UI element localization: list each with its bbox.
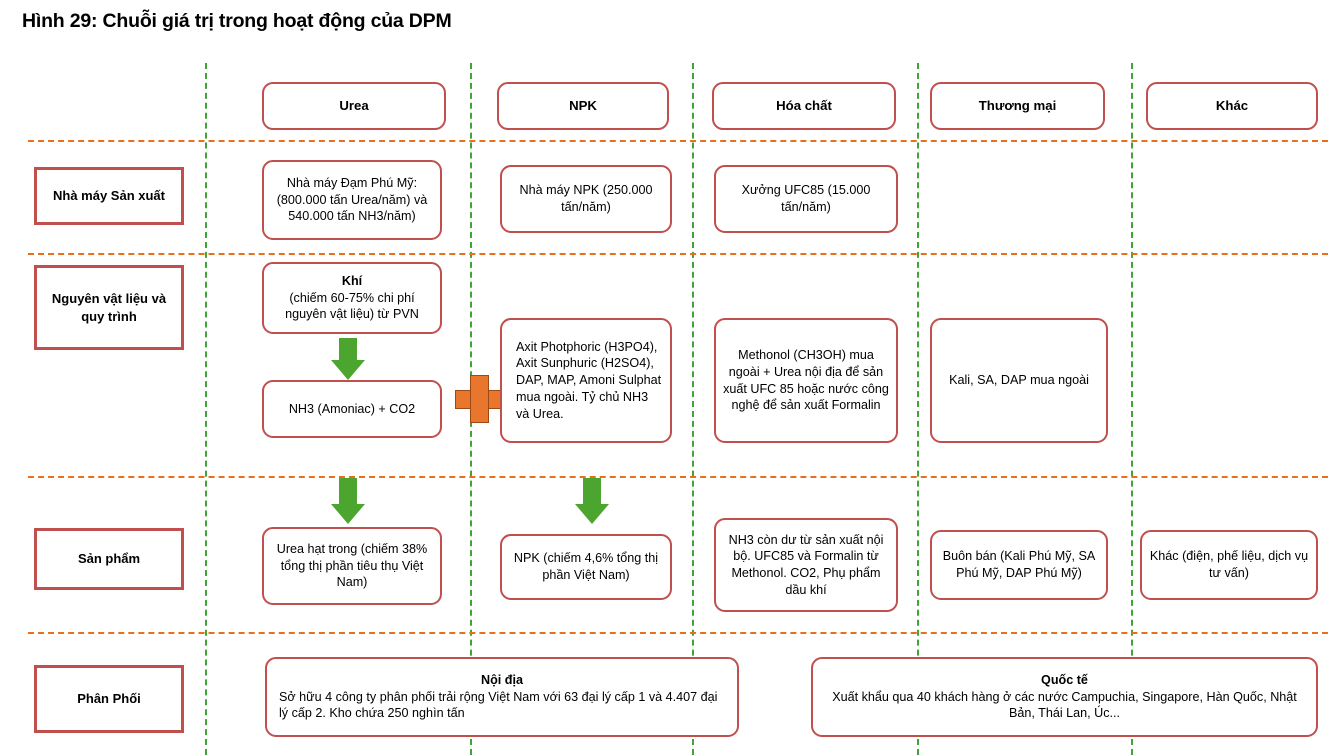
horizontal-divider-2 bbox=[28, 253, 1328, 255]
row-label-products-text: Sản phẩm bbox=[77, 551, 141, 567]
column-header-hoachat-label: Hóa chất bbox=[776, 98, 832, 114]
cell-materials-thuongmai-text: Kali, SA, DAP mua ngoài bbox=[949, 373, 1089, 388]
cell-distribution-international-body: Xuất khẩu qua 40 khách hàng ở các nước C… bbox=[832, 689, 1297, 721]
cell-products-urea-text: Urea hạt trong (chiếm 38% tổng thị phần … bbox=[276, 541, 428, 590]
vertical-divider-5 bbox=[1131, 63, 1133, 755]
page-title: Hình 29: Chuỗi giá trị trong hoạt động c… bbox=[22, 10, 452, 32]
cell-manufacturing-hoachat[interactable]: Xưởng UFC85 (15.000 tấn/năm) bbox=[714, 165, 898, 233]
column-header-npk[interactable]: NPK bbox=[497, 82, 669, 130]
horizontal-divider-1 bbox=[28, 140, 1328, 142]
cell-distribution-international[interactable]: Quốc tế Xuất khẩu qua 40 khách hàng ở cá… bbox=[811, 657, 1318, 737]
column-header-urea-label: Urea bbox=[339, 98, 369, 114]
column-header-khac[interactable]: Khác bbox=[1146, 82, 1318, 130]
cell-materials-nh3-text: NH3 (Amoniac) + CO2 bbox=[288, 401, 416, 416]
cell-materials-npk[interactable]: Axit Photphoric (H3PO4), Axit Sunphuric … bbox=[500, 318, 672, 443]
row-label-manufacturing-text: Nhà máy Sản xuất bbox=[53, 188, 165, 204]
row-label-distribution-text: Phân Phối bbox=[77, 691, 141, 707]
cell-manufacturing-npk-text: Nhà máy NPK (250.000 tấn/năm) bbox=[519, 183, 653, 214]
column-header-hoachat[interactable]: Hóa chất bbox=[712, 82, 896, 130]
column-header-urea[interactable]: Urea bbox=[262, 82, 446, 130]
cell-materials-gas-body: (chiếm 60-75% chi phí nguyên vật liệu) t… bbox=[285, 290, 419, 322]
plus-icon-combine bbox=[455, 375, 503, 423]
cell-materials-npk-text: Axit Photphoric (H3PO4), Axit Sunphuric … bbox=[516, 339, 662, 421]
cell-products-hoachat[interactable]: NH3 còn dư từ sản xuất nội bộ. UFC85 và … bbox=[714, 518, 898, 612]
cell-distribution-domestic-heading: Nội địa bbox=[481, 672, 523, 687]
row-label-products[interactable]: Sản phẩm bbox=[34, 528, 184, 590]
cell-products-urea[interactable]: Urea hạt trong (chiếm 38% tổng thị phần … bbox=[262, 527, 442, 605]
cell-products-npk[interactable]: NPK (chiếm 4,6% tổng thị phần Việt Nam) bbox=[500, 534, 672, 600]
column-header-npk-label: NPK bbox=[569, 98, 597, 114]
cell-products-thuongmai[interactable]: Buôn bán (Kali Phú Mỹ, SA Phú Mỹ, DAP Ph… bbox=[930, 530, 1108, 600]
vertical-divider-4 bbox=[917, 63, 919, 755]
cell-products-thuongmai-text: Buôn bán (Kali Phú Mỹ, SA Phú Mỹ, DAP Ph… bbox=[942, 549, 1096, 580]
cell-distribution-domestic[interactable]: Nội địa Sở hữu 4 công ty phân phối trải … bbox=[265, 657, 739, 737]
cell-products-khac-text: Khác (điện, phế liệu, dịch vụ tư vấn) bbox=[1149, 549, 1309, 580]
cell-manufacturing-urea[interactable]: Nhà máy Đạm Phú Mỹ: (800.000 tấn Urea/nă… bbox=[262, 160, 442, 240]
cell-manufacturing-urea-text: Nhà máy Đạm Phú Mỹ: (800.000 tấn Urea/nă… bbox=[276, 175, 428, 224]
cell-products-npk-text: NPK (chiếm 4,6% tổng thị phần Việt Nam) bbox=[513, 551, 659, 582]
cell-materials-gas-heading: Khí bbox=[341, 273, 363, 288]
row-label-manufacturing[interactable]: Nhà máy Sản xuất bbox=[34, 167, 184, 225]
column-header-thuongmai-label: Thương mại bbox=[978, 98, 1057, 114]
row-label-materials[interactable]: Nguyên vật liệu và quy trình bbox=[34, 265, 184, 350]
cell-materials-hoachat-text: Methonol (CH3OH) mua ngoài + Urea nội đị… bbox=[723, 348, 889, 413]
horizontal-divider-3 bbox=[28, 476, 1328, 478]
cell-manufacturing-hoachat-text: Xưởng UFC85 (15.000 tấn/năm) bbox=[741, 183, 871, 214]
cell-products-khac[interactable]: Khác (điện, phế liệu, dịch vụ tư vấn) bbox=[1140, 530, 1318, 600]
cell-materials-gas[interactable]: Khí (chiếm 60-75% chi phí nguyên vật liệ… bbox=[262, 262, 442, 334]
cell-materials-nh3[interactable]: NH3 (Amoniac) + CO2 bbox=[262, 380, 442, 438]
cell-distribution-domestic-body: Sở hữu 4 công ty phân phối trải rộng Việ… bbox=[279, 689, 718, 721]
cell-manufacturing-npk[interactable]: Nhà máy NPK (250.000 tấn/năm) bbox=[500, 165, 672, 233]
cell-distribution-international-heading: Quốc tế bbox=[1041, 672, 1088, 687]
row-label-materials-text: Nguyên vật liệu và quy trình bbox=[51, 291, 167, 324]
vertical-divider-1 bbox=[205, 63, 207, 755]
column-header-thuongmai[interactable]: Thương mại bbox=[930, 82, 1105, 130]
cell-materials-thuongmai[interactable]: Kali, SA, DAP mua ngoài bbox=[930, 318, 1108, 443]
vertical-divider-3 bbox=[692, 63, 694, 755]
cell-materials-hoachat[interactable]: Methonol (CH3OH) mua ngoài + Urea nội đị… bbox=[714, 318, 898, 443]
column-header-khac-label: Khác bbox=[1215, 98, 1249, 114]
cell-products-hoachat-text: NH3 còn dư từ sản xuất nội bộ. UFC85 và … bbox=[728, 532, 884, 597]
row-label-distribution[interactable]: Phân Phối bbox=[34, 665, 184, 733]
horizontal-divider-4 bbox=[28, 632, 1328, 634]
